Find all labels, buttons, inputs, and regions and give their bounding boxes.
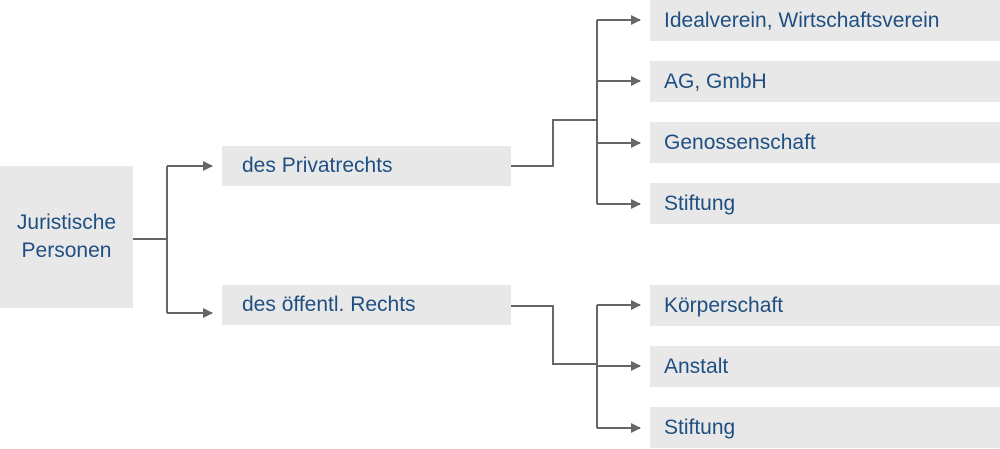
branch-node-privatrecht: des Privatrechts <box>222 146 511 186</box>
branch-label-oeffentlrecht: des öffentl. Rechts <box>242 293 416 316</box>
leaf-label: Anstalt <box>664 354 729 378</box>
root-label: Juristische Personen <box>17 209 116 265</box>
leaf-node-koerperschaft: Körperschaft <box>650 285 1000 326</box>
leaf-label: Stiftung <box>664 191 736 215</box>
leaf-label: Genossenschaft <box>664 130 816 154</box>
connector-oeffentlrecht-out <box>511 305 597 365</box>
leaf-node-idealverein: Idealverein, Wirtschaftsverein <box>650 0 1000 41</box>
leaf-node-anstalt: Anstalt <box>650 346 1000 387</box>
leaf-label: AG, GmbH <box>664 69 767 93</box>
branch-label-privatrecht: des Privatrechts <box>242 154 393 177</box>
leaf-node-genossenschaft: Genossenschaft <box>650 122 1000 163</box>
leaf-node-stiftung-privat: Stiftung <box>650 183 1000 224</box>
leaf-label: Idealverein, Wirtschaftsverein <box>664 8 940 32</box>
branch-node-oeffentlrecht: des öffentl. Rechts <box>222 285 511 325</box>
root-label-line1: Juristische <box>16 211 117 234</box>
leaf-label: Körperschaft <box>664 293 784 317</box>
root-label-line2: Personen <box>21 239 112 262</box>
root-node: Juristische Personen <box>0 166 133 308</box>
leaf-node-ag-gmbh: AG, GmbH <box>650 61 1000 102</box>
connector-privatrecht-out <box>511 119 597 167</box>
leaf-label: Stiftung <box>664 415 736 439</box>
leaf-node-stiftung-oeffentl: Stiftung <box>650 407 1000 448</box>
